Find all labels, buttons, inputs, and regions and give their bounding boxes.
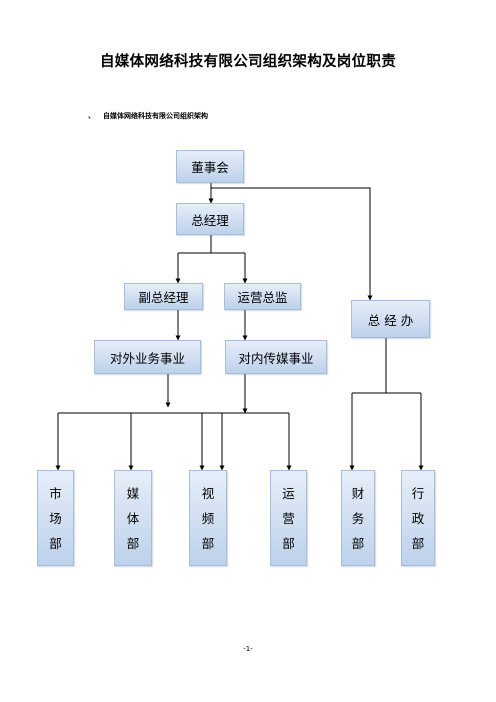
node-finance-dept-char: 务 bbox=[351, 510, 365, 526]
node-video-dept-char: 部 bbox=[201, 535, 215, 551]
node-general-manager: 总经理 bbox=[176, 203, 244, 235]
node-operations-dept: 运 营 部 bbox=[270, 470, 307, 566]
node-media-dept-char: 体 bbox=[126, 510, 140, 526]
node-operations-director: 运营总监 bbox=[224, 283, 301, 310]
node-board: 董事会 bbox=[176, 150, 244, 183]
node-admin-dept-char: 政 bbox=[411, 510, 425, 526]
node-admin-dept-char: 部 bbox=[411, 535, 425, 551]
node-video-dept-char: 频 bbox=[201, 510, 215, 526]
section-heading: 、自媒体网络科技有限公司组织架构 bbox=[88, 111, 208, 121]
node-media-dept-char: 部 bbox=[126, 535, 140, 551]
node-operations-dept-char: 部 bbox=[282, 535, 295, 551]
node-internal-media: 对内传媒事业 bbox=[225, 340, 327, 374]
node-video-dept: 视 频 部 bbox=[189, 470, 227, 566]
section-heading-text: 自媒体网络科技有限公司组织架构 bbox=[103, 112, 208, 120]
node-gm-office: 总 经 办 bbox=[351, 300, 430, 338]
node-video-dept-char: 视 bbox=[201, 485, 215, 501]
node-media-dept: 媒 体 部 bbox=[114, 470, 152, 566]
node-finance-dept-char: 财 bbox=[351, 485, 365, 501]
page-number: -1- bbox=[243, 645, 253, 653]
node-operations-dept-char: 运 bbox=[282, 485, 295, 501]
node-finance-dept: 财 务 部 bbox=[341, 470, 375, 566]
node-finance-dept-char: 部 bbox=[351, 535, 365, 551]
node-operations-dept-char: 营 bbox=[282, 510, 295, 526]
node-admin-dept-char: 行 bbox=[411, 485, 425, 501]
document-title: 自媒体网络科技有限公司组织架构及岗位职责 bbox=[100, 54, 396, 70]
node-admin-dept: 行 政 部 bbox=[401, 470, 435, 566]
node-media-dept-char: 媒 bbox=[126, 485, 140, 501]
node-vice-general-manager: 副总经理 bbox=[124, 283, 203, 310]
node-market-dept-char: 部 bbox=[49, 535, 62, 551]
node-external-business: 对外业务事业 bbox=[94, 340, 201, 374]
node-market-dept-char: 场 bbox=[49, 510, 62, 526]
node-market-dept-char: 市 bbox=[49, 485, 62, 501]
section-marker: 、 bbox=[88, 112, 95, 120]
node-market-dept: 市 场 部 bbox=[37, 470, 74, 566]
